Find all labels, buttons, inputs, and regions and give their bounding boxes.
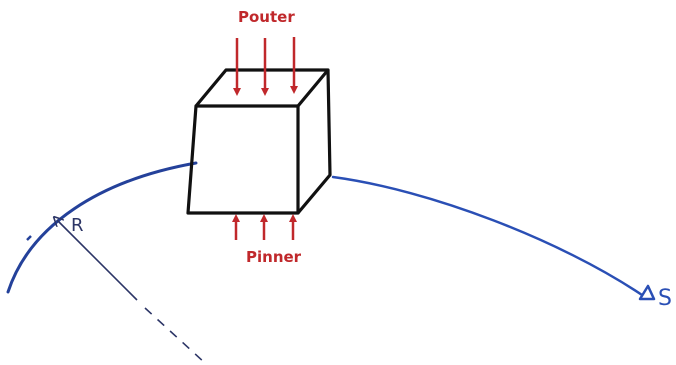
outer-pressure-label: Pouter — [238, 8, 295, 26]
radius-dashed-line — [144, 307, 206, 364]
curve-right — [331, 175, 644, 297]
inner-pressure-arrows — [232, 214, 297, 240]
cube-top-face — [194, 68, 330, 108]
cube-right-face — [296, 69, 332, 215]
outer-pressure-arrows — [233, 37, 298, 96]
cube-front-face — [186, 104, 300, 215]
radius-label: R — [71, 215, 84, 236]
curve-left — [6, 161, 198, 294]
radius-arrow — [57, 220, 138, 301]
inner-pressure-label: Pinner — [246, 248, 302, 266]
arc-length-label: S — [658, 286, 672, 311]
delta-triangle-icon — [638, 284, 656, 301]
cube-element — [186, 68, 332, 215]
curve-tick — [26, 235, 32, 241]
